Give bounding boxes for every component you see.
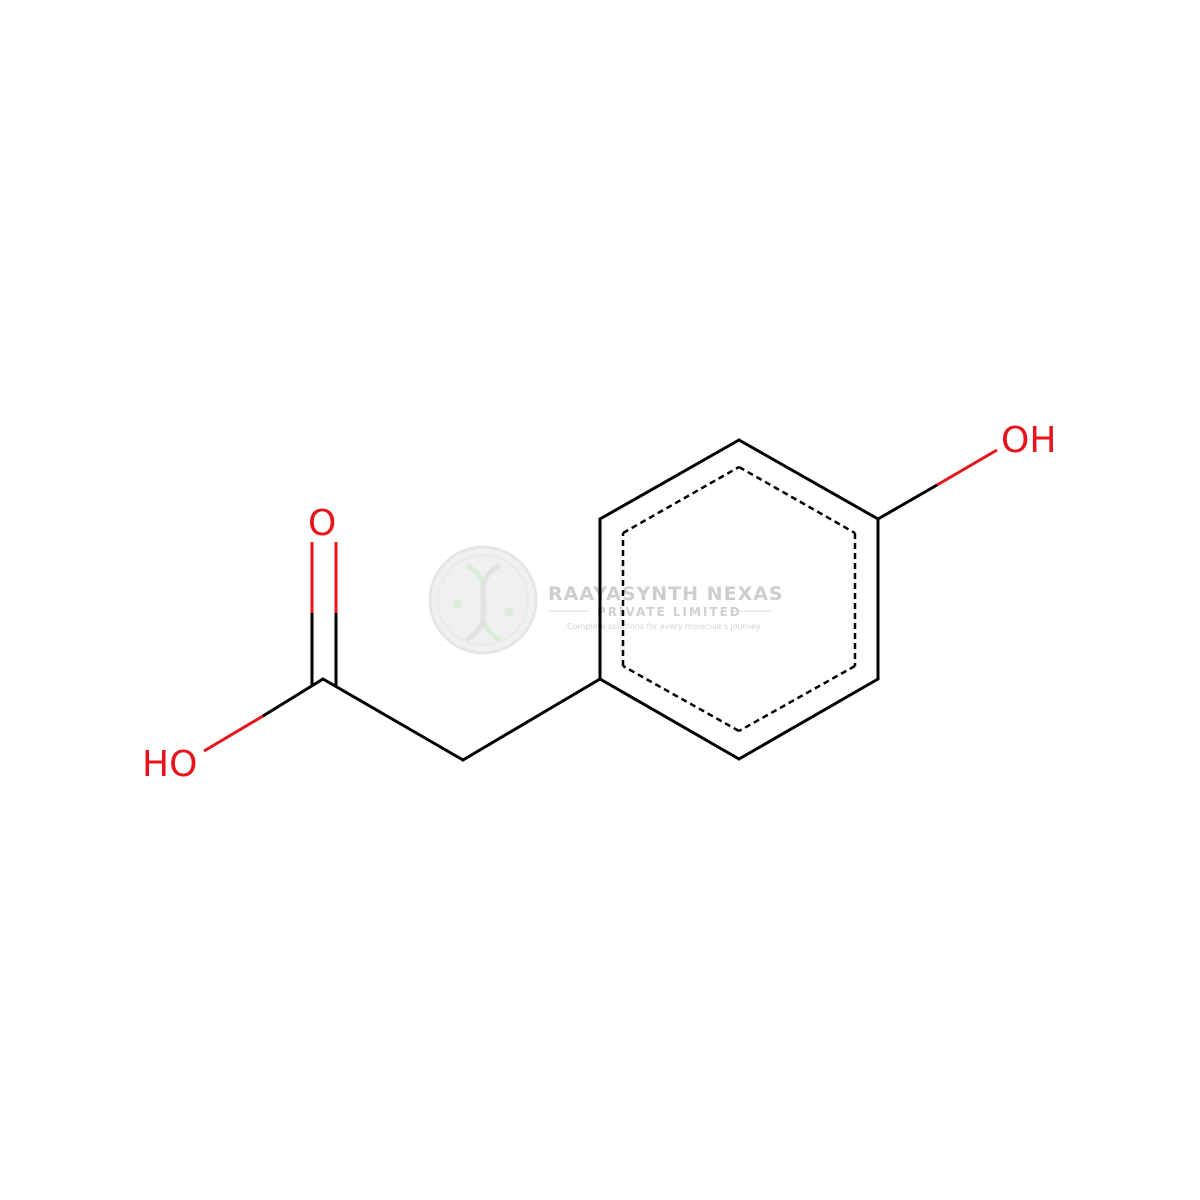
- acid-oh-bond: [203, 677, 325, 753]
- methylene-bond: [461, 677, 602, 762]
- ring-bond-6: [598, 438, 741, 521]
- dna-helix-icon: [428, 545, 538, 655]
- atom-acid-hydroxyl: HO: [142, 744, 197, 785]
- carboxyl-carbon-bond: [321, 677, 465, 762]
- carbonyl-double-bond: [310, 542, 338, 687]
- benzene-ring: [598, 438, 880, 761]
- ring-bond-4: [598, 677, 741, 761]
- atom-carbonyl-oxygen: O: [308, 503, 336, 544]
- watermark: RAAYASYNTH NEXAS PRIVATE LIMITED Complet…: [428, 545, 784, 655]
- phenol-oh-bond: [876, 448, 998, 521]
- watermark-subtitle: PRIVATE LIMITED: [597, 605, 742, 619]
- aromatic-inner-ring: [621, 465, 857, 733]
- ring-bond-3: [737, 677, 880, 761]
- ring-bond-1: [737, 438, 880, 521]
- watermark-title: RAAYASYNTH NEXAS: [548, 583, 784, 605]
- watermark-tagline: Complete solutions for every molecule's …: [567, 622, 761, 631]
- atom-top-hydroxyl: OH: [1001, 420, 1056, 461]
